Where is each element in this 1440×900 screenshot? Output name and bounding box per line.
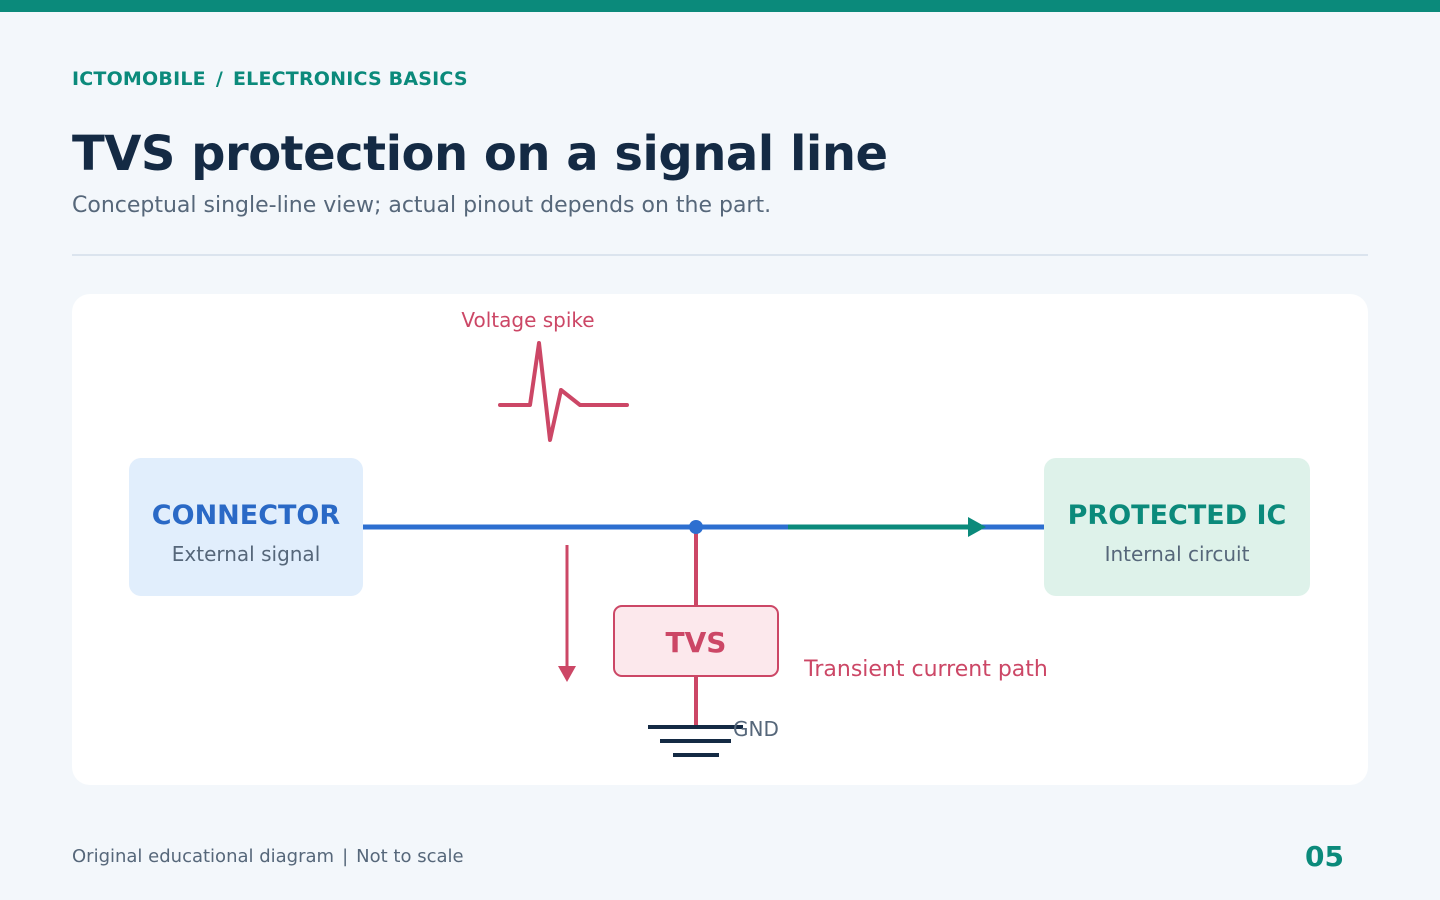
top-accent-bar bbox=[0, 0, 1440, 12]
page-title: TVS protection on a signal line bbox=[72, 126, 888, 182]
breadcrumb-section: ELECTRONICS BASICS bbox=[232, 68, 468, 90]
breadcrumb-separator: / bbox=[215, 68, 223, 90]
footer-separator: | bbox=[342, 846, 349, 867]
ground-label: GND bbox=[733, 717, 779, 741]
tvs-box bbox=[613, 605, 779, 677]
protected-ic-block: PROTECTED IC Internal circuit bbox=[1044, 458, 1310, 596]
breadcrumb-brand: ICTOMOBILE bbox=[72, 68, 206, 90]
connector-title: CONNECTOR bbox=[152, 500, 341, 531]
header-divider bbox=[72, 254, 1368, 256]
tvs-label: TVS bbox=[666, 626, 727, 659]
connector-block: CONNECTOR External signal bbox=[129, 458, 363, 596]
ground-icon bbox=[648, 725, 743, 757]
down-arrow-icon bbox=[558, 666, 576, 682]
footer-scale: Not to scale bbox=[356, 846, 464, 867]
page-number: 05 bbox=[1305, 840, 1344, 873]
page-subtitle: Conceptual single-line view; actual pino… bbox=[72, 193, 772, 218]
footer-source: Original educational diagram bbox=[72, 846, 335, 867]
protected-ic-box bbox=[1044, 458, 1310, 596]
voltage-spike-label: Voltage spike bbox=[461, 308, 594, 332]
breadcrumb: ICTOMOBILE / ELECTRONICS BASICS bbox=[72, 68, 468, 90]
connector-subtitle: External signal bbox=[172, 542, 321, 566]
protected-ic-subtitle: Internal circuit bbox=[1105, 542, 1250, 566]
transient-current-label: Transient current path bbox=[803, 657, 1048, 682]
protected-ic-title: PROTECTED IC bbox=[1068, 500, 1287, 531]
connector-box bbox=[129, 458, 363, 596]
signal-flow-arrow-icon bbox=[968, 517, 986, 537]
junction-node bbox=[689, 520, 703, 534]
voltage-spike-icon bbox=[498, 341, 629, 442]
footer-note: Original educational diagram | Not to scal… bbox=[72, 846, 464, 867]
